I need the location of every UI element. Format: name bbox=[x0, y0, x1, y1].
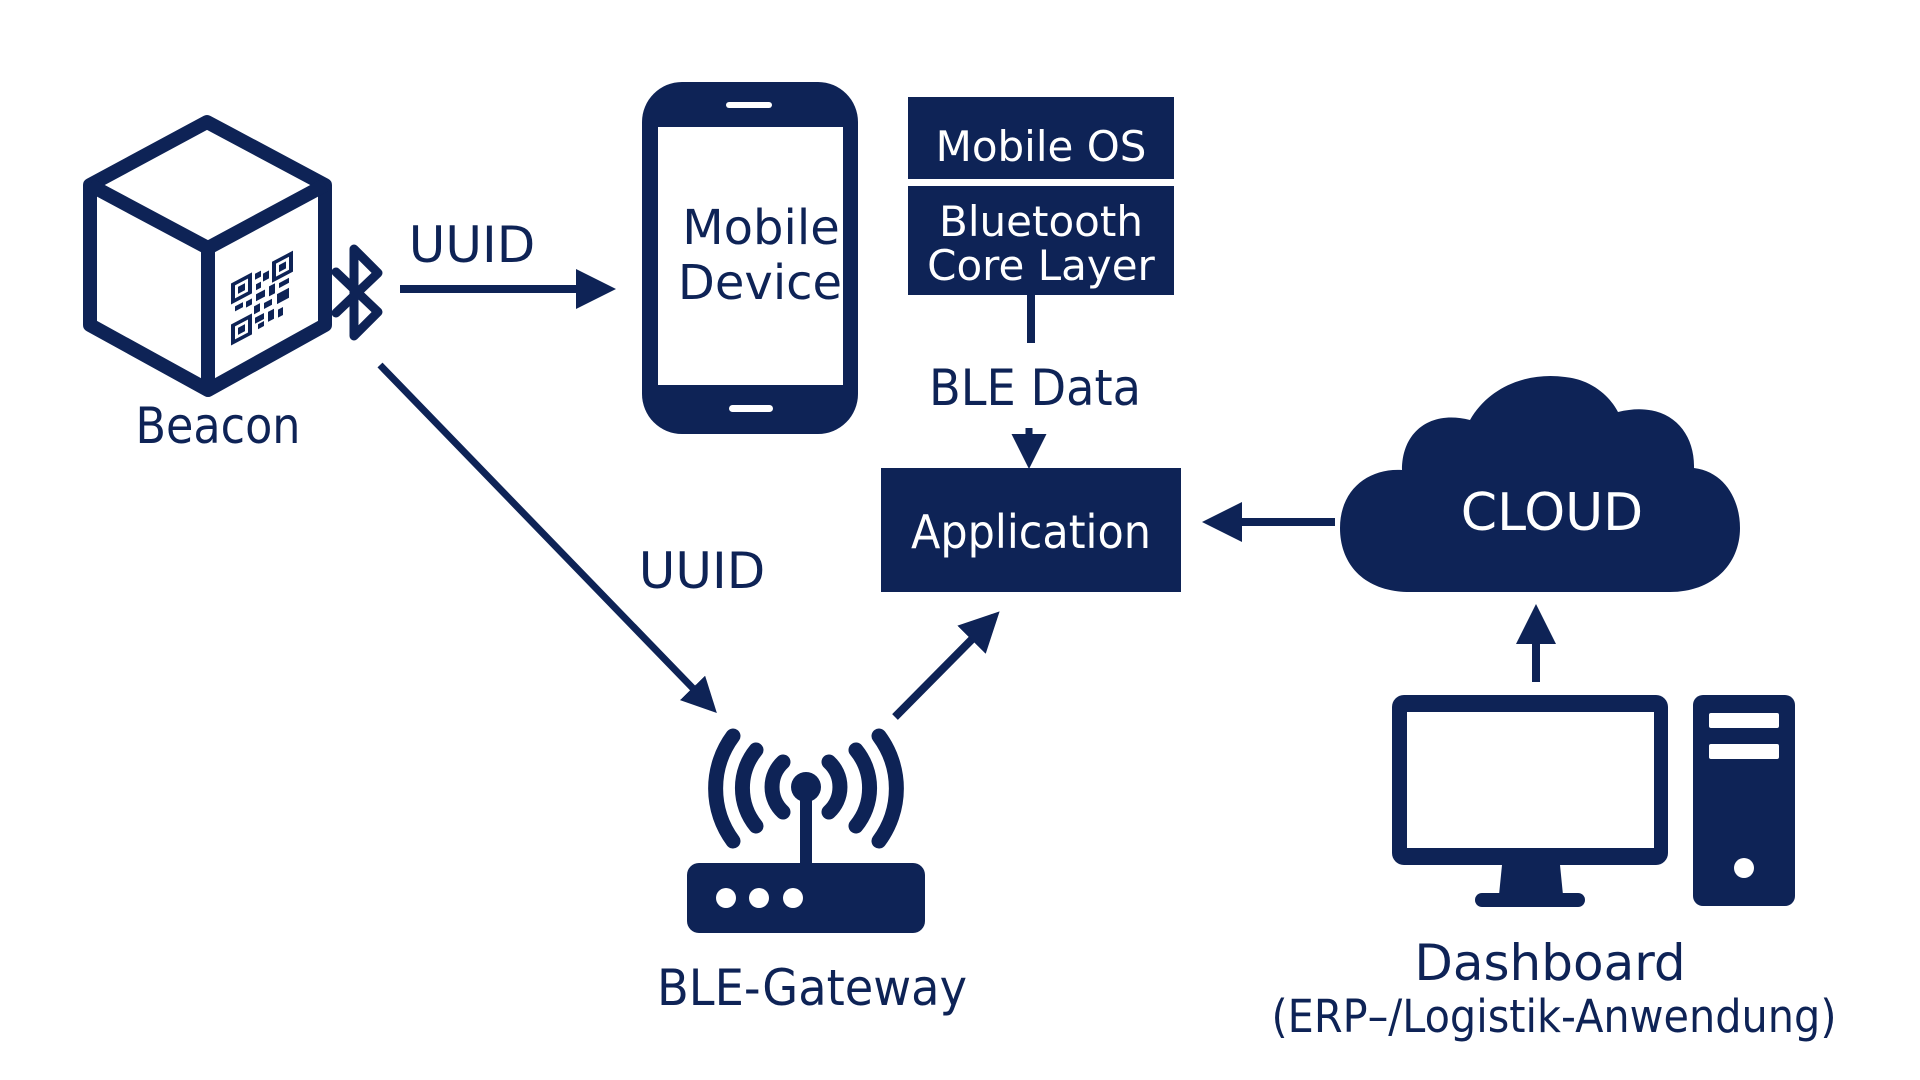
mobile-os-box[interactable]: Mobile OS bbox=[908, 97, 1174, 179]
pc-tower-icon bbox=[1693, 695, 1795, 906]
uuid-label-top: UUID bbox=[409, 216, 535, 274]
beacon-cube-qr-icon bbox=[83, 115, 332, 397]
smartphone-icon bbox=[642, 82, 858, 434]
ble-data-label: BLE Data bbox=[929, 359, 1141, 417]
application-label: Application bbox=[911, 505, 1151, 559]
bluetooth-core-label-line2: Core Layer bbox=[927, 241, 1155, 290]
cloud-node[interactable]: CLOUD bbox=[1340, 375, 1740, 592]
gateway-node[interactable]: BLE-Gateway bbox=[657, 728, 967, 1017]
mobile-os-label: Mobile OS bbox=[936, 122, 1147, 171]
dashboard-node[interactable]: Dashboard (ERP–/Logistik-Anwendung) bbox=[1272, 695, 1837, 1043]
bluetooth-icon bbox=[331, 244, 383, 341]
application-node[interactable]: Application bbox=[881, 468, 1181, 592]
dashboard-sublabel: (ERP–/Logistik-Anwendung) bbox=[1272, 990, 1837, 1043]
beacon-node[interactable]: Beacon bbox=[83, 115, 332, 455]
router-antenna-icon bbox=[687, 728, 925, 933]
mobile-device-node[interactable]: Mobile Device bbox=[642, 82, 858, 434]
edge-beacon-to-gateway: UUID bbox=[377, 362, 765, 714]
dashboard-label: Dashboard bbox=[1414, 934, 1685, 992]
mobile-device-label-line2: Device bbox=[678, 255, 842, 311]
edge-core-to-application: BLE Data bbox=[929, 295, 1141, 469]
beacon-label: Beacon bbox=[136, 397, 301, 455]
uuid-label-diagonal: UUID bbox=[639, 542, 765, 600]
bluetooth-core-layer-box[interactable]: Bluetooth Core Layer bbox=[908, 186, 1174, 295]
desktop-computer-icon bbox=[1392, 695, 1795, 907]
gateway-label: BLE-Gateway bbox=[657, 959, 967, 1017]
edge-beacon-to-mobile: UUID bbox=[400, 216, 616, 309]
monitor-icon bbox=[1392, 695, 1668, 907]
bluetooth-core-label-line1: Bluetooth bbox=[939, 197, 1143, 246]
cloud-label: CLOUD bbox=[1461, 483, 1643, 543]
qr-code-icon bbox=[231, 250, 293, 346]
mobile-device-label-line1: Mobile bbox=[682, 200, 839, 256]
cloud-icon bbox=[1340, 375, 1740, 592]
edge-gateway-to-application bbox=[892, 611, 1000, 720]
